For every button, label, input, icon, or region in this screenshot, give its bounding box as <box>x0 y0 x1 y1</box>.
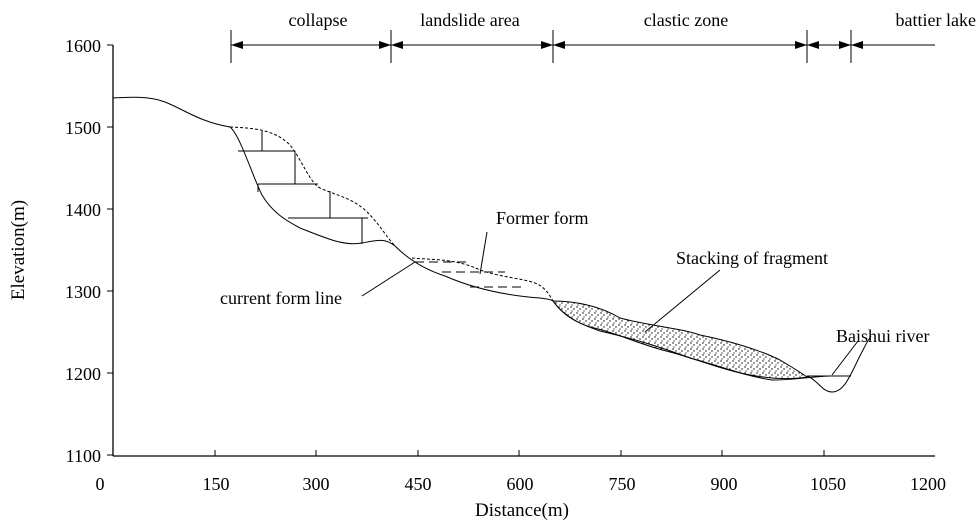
stacking-leader <box>644 269 721 333</box>
former-form-collapse <box>229 126 396 247</box>
river-leader <box>831 340 859 376</box>
zone-label-collapse: collapse <box>289 10 348 30</box>
y-tick-1200: 1200 <box>65 364 101 384</box>
y-tick-labels: 1600 1500 1400 1300 1200 1100 <box>65 36 101 466</box>
x-tick-150: 150 <box>203 474 230 494</box>
y-axis-ticks <box>107 44 113 456</box>
fragment-deposit <box>552 300 809 380</box>
former-form-leader <box>479 231 488 275</box>
landslide-dashes <box>415 261 525 288</box>
zone-dimension-line <box>230 30 935 63</box>
x-tick-750: 750 <box>609 474 636 494</box>
x-tick-1050: 1050 <box>810 474 846 494</box>
x-tick-labels: 0 150 300 450 600 750 900 1050 1200 <box>96 474 947 494</box>
current-ground-profile <box>112 96 831 381</box>
y-tick-1400: 1400 <box>65 200 101 220</box>
y-tick-1600: 1600 <box>65 36 101 56</box>
river-channel <box>806 335 872 393</box>
x-tick-900: 900 <box>711 474 738 494</box>
y-axis-title: Elevation(m) <box>8 200 29 300</box>
zone-arrowheads <box>231 41 863 49</box>
x-axis-title: Distance(m) <box>475 500 569 521</box>
x-tick-0: 0 <box>96 474 105 494</box>
x-axis-ticks <box>214 450 825 456</box>
stacking-label: Stacking of fragment <box>676 248 828 268</box>
collapse-block-lines <box>238 131 368 244</box>
river-label: Baishui river <box>836 326 929 346</box>
zone-labels: collapse landslide area clastic zone bat… <box>289 10 976 30</box>
zone-label-landslide-area: landslide area <box>420 10 519 30</box>
x-tick-1200: 1200 <box>910 474 946 494</box>
x-tick-450: 450 <box>405 474 432 494</box>
current-form-label: current form line <box>220 288 342 308</box>
x-tick-300: 300 <box>303 474 330 494</box>
current-form-leader <box>361 261 416 297</box>
zone-label-battier-lake: battier lake <box>896 10 976 30</box>
zone-label-clastic-zone: clastic zone <box>644 10 728 30</box>
y-tick-1500: 1500 <box>65 118 101 138</box>
former-form-label: Former form <box>496 208 588 228</box>
y-tick-1100: 1100 <box>66 446 101 466</box>
former-form-landslide <box>411 257 554 302</box>
x-tick-600: 600 <box>507 474 534 494</box>
y-tick-1300: 1300 <box>65 282 101 302</box>
